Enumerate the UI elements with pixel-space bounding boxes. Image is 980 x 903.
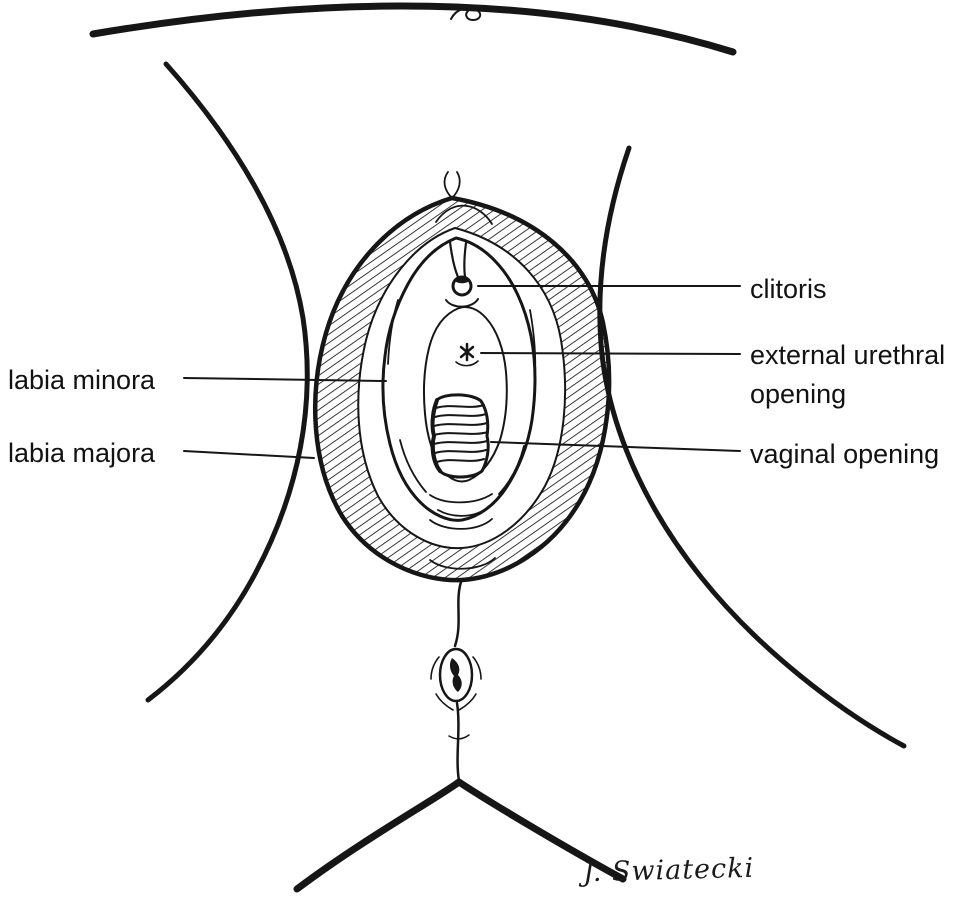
artist-signature: J. Swiatecki <box>582 852 755 889</box>
labia-minora-fold <box>498 445 525 495</box>
leader-line-labia-minora <box>183 377 387 382</box>
vaginal-ridge <box>433 422 488 427</box>
perineal-raphe-lower <box>455 701 461 783</box>
thigh-crease-left <box>145 61 310 703</box>
anterior-commissure-fold <box>451 171 461 199</box>
anus-wrinkle <box>472 656 482 680</box>
posterior-fold <box>429 557 496 570</box>
labia-minora-fold <box>399 439 427 493</box>
leader-lines <box>183 285 741 459</box>
clitoris-glans-shade <box>455 278 469 284</box>
label-clitoris: clitoris <box>750 274 827 304</box>
mons-top-arc <box>89 2 737 56</box>
vestibule-wrinkle <box>437 508 487 517</box>
vestibule-wrinkle <box>429 493 493 504</box>
vaginal-ridge <box>433 431 489 436</box>
thigh-crease-right <box>597 145 907 749</box>
label-external-urethral-opening: external urethral opening <box>750 340 946 410</box>
anus-opening <box>449 658 462 692</box>
labia-minora-fold <box>529 309 537 379</box>
leader-line-urethral-opening <box>480 352 741 355</box>
raphe-tick <box>448 734 470 740</box>
vaginal-ridge <box>433 440 488 445</box>
labia-minora-edge <box>381 236 537 522</box>
top-squiggle-mark <box>450 6 482 21</box>
labia-minora-fold <box>387 299 399 365</box>
fourchette-line <box>429 518 493 530</box>
label-labia-majora: labia majora <box>8 438 156 468</box>
leader-line-vaginal-opening <box>490 441 741 452</box>
frenulum-line <box>445 298 479 308</box>
anus-wrinkle <box>458 693 477 711</box>
labia-majora-region <box>313 171 612 583</box>
leader-line-labia-majora <box>183 450 315 459</box>
clitoral-hood-line <box>463 241 468 279</box>
anus-ring <box>438 647 474 703</box>
anterior-commissure-fold <box>443 171 453 199</box>
clitoris-region <box>445 240 479 308</box>
urethral-opening-region <box>455 342 479 367</box>
hood-fold <box>466 205 493 225</box>
label-vaginal-opening: vaginal opening <box>750 439 940 469</box>
perineum-and-anus <box>430 577 482 783</box>
urethral-dimple <box>455 360 479 367</box>
labia-majora-inner-edge <box>357 227 567 550</box>
vestibule <box>423 306 508 483</box>
vaginal-opening-region <box>429 393 493 530</box>
hood-fold <box>435 204 468 223</box>
gluteal-cleft <box>293 778 627 893</box>
vestibule-ring <box>423 306 508 483</box>
perineal-raphe-upper <box>453 577 464 648</box>
label-labia-minora: labia minora <box>8 365 156 395</box>
anus-wrinkle <box>435 693 454 711</box>
vaginal-ridge <box>436 458 485 463</box>
vaginal-ridge <box>434 413 487 418</box>
clitoral-hood-line <box>448 240 460 279</box>
vaginal-ridge <box>435 404 485 409</box>
labia-minora-region <box>381 204 537 522</box>
vaginal-ridge <box>434 449 487 454</box>
clitoris-glans <box>451 275 473 297</box>
labia-majora-outer-edge <box>313 195 612 583</box>
anus-wrinkle <box>430 656 440 680</box>
